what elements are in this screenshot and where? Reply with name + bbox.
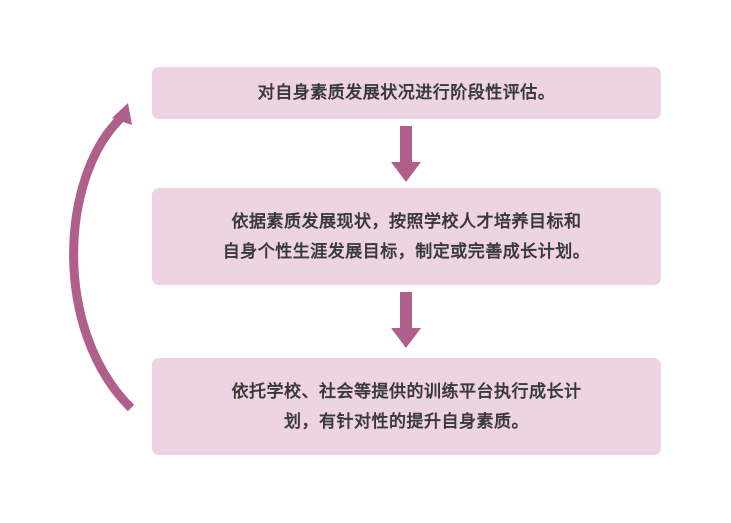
step-2-text-line-1: 依据素质发展现状，按照学校人才培养目标和 [231,211,582,232]
step-1-text-line-1: 对自身素质发展状况进行阶段性评估。 [257,83,556,103]
step-3-box: 依托学校、社会等提供的训练平台执行成长计 划，有针对性的提升自身素质。 [152,358,661,455]
step-2-text-line-2: 自身个性生涯发展目标，制定或完善成长计划。 [222,241,591,262]
down-arrow-2 [391,292,421,348]
step-3-text-line-1: 依托学校、社会等提供的训练平台执行成长计 [231,381,582,402]
loop-back-arrow [69,103,135,412]
step-3-text-line-2: 划，有针对性的提升自身素质。 [284,411,529,432]
step-2-box: 依据素质发展现状，按照学校人才培养目标和 自身个性生涯发展目标，制定或完善成长计… [152,188,661,285]
down-arrow-1 [391,126,421,182]
step-1-box: 对自身素质发展状况进行阶段性评估。 [152,67,661,119]
